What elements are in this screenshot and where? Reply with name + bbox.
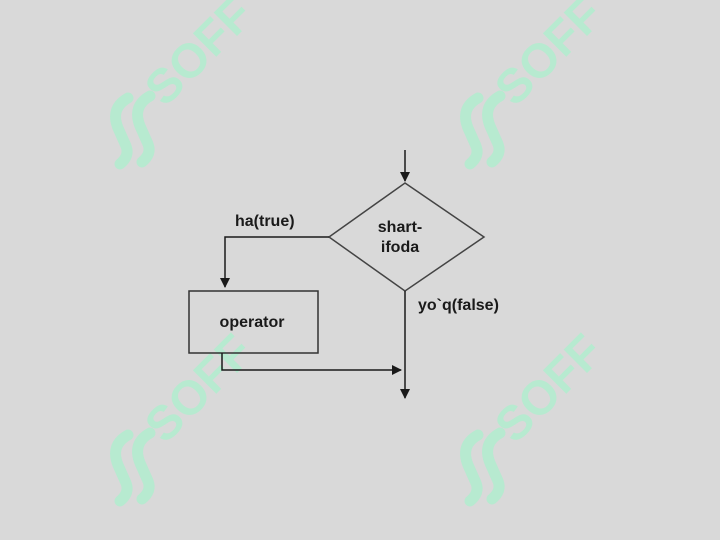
soff-logo-icon: [466, 433, 500, 501]
soff-logo-icon: [116, 96, 150, 164]
watermark-text: SOFF: [135, 0, 263, 116]
watermark-text: SOFF: [485, 325, 613, 453]
true-branch-label: ha(true): [235, 213, 295, 230]
process-text: operator: [220, 314, 285, 331]
soff-logo-icon: [466, 96, 500, 164]
false-branch-label: yo`q(false): [418, 297, 499, 314]
watermark-text: SOFF: [485, 0, 613, 116]
decision-text-line1: shart-: [378, 219, 422, 236]
watermark-text: SOFF: [135, 325, 263, 453]
process-exit-line: [221, 353, 402, 375]
decision-text-line2: ifoda: [381, 239, 419, 256]
true-branch-line: [220, 236, 329, 288]
watermark-top-left: SOFF: [116, 0, 263, 164]
process-box: [188, 290, 319, 354]
decision-diamond: [327, 182, 486, 292]
soff-logo-icon: [116, 433, 150, 501]
watermark-bottom-right: SOFF: [466, 325, 613, 501]
watermark-top-right: SOFF: [466, 0, 613, 164]
